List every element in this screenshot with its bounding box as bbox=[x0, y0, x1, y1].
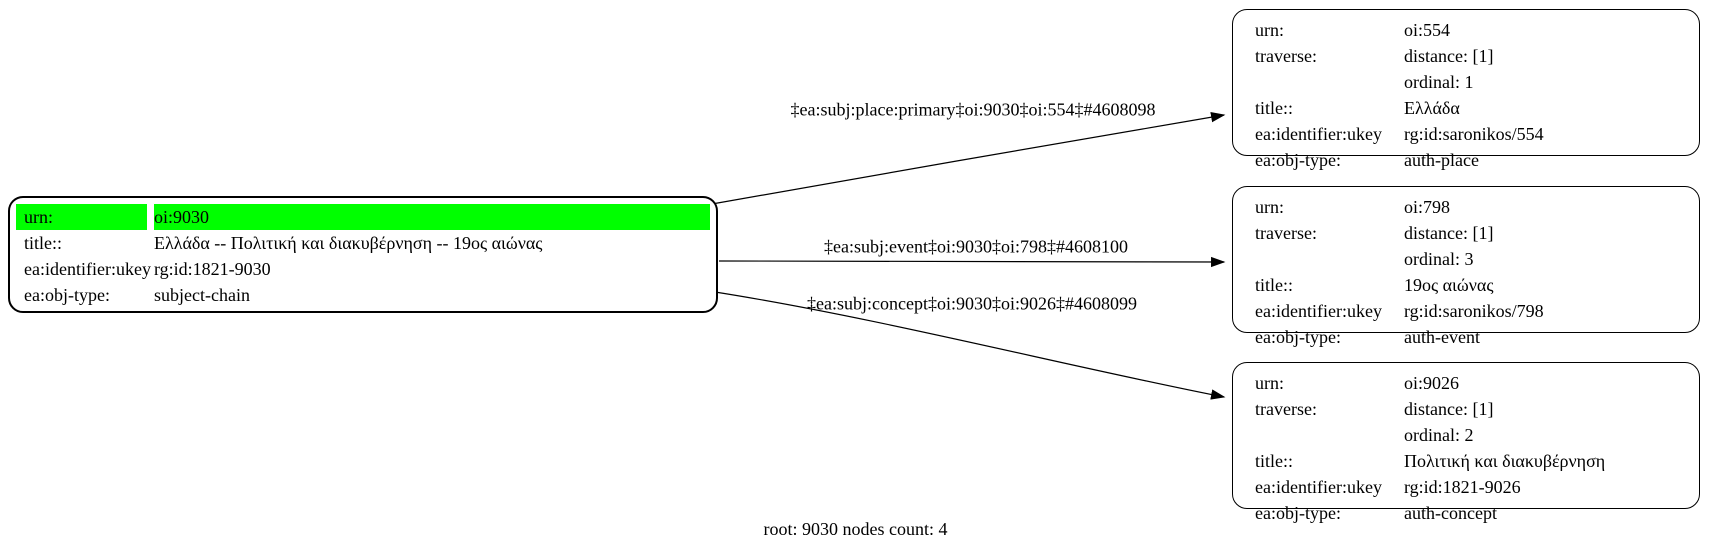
traverse-row: traverse: distance: [1] ordinal: 3 bbox=[1247, 220, 1693, 272]
ukey-row: ea:identifier:ukey rg:id:saronikos/554 bbox=[1247, 121, 1693, 147]
title-field-label: title:: bbox=[24, 233, 62, 253]
title-value: 19ος αιώνας bbox=[1404, 275, 1494, 295]
objtype-row: ea:obj-type: auth-concept bbox=[1247, 500, 1693, 526]
ukey-row: ea:identifier:ukey rg:id:1821-9026 bbox=[1247, 474, 1693, 500]
urn-value: oi:9026 bbox=[1404, 373, 1460, 393]
urn-row: urn: oi:798 bbox=[1247, 194, 1693, 220]
urn-field-label: urn: bbox=[1255, 197, 1284, 217]
urn-value: oi:798 bbox=[1404, 197, 1451, 217]
title-field-label: title:: bbox=[1255, 451, 1293, 471]
ukey-value: rg:id:saronikos/798 bbox=[1404, 301, 1544, 321]
ordinal-value: ordinal: 2 bbox=[1404, 425, 1474, 445]
edge-event bbox=[718, 256, 1226, 268]
urn-value: oi:9030 bbox=[154, 204, 710, 230]
root-objtype-row: ea:obj-type: subject-chain bbox=[16, 282, 710, 308]
objtype-field-label: ea:obj-type: bbox=[1255, 150, 1341, 170]
edge-label-place: ‡ea:subj:place:primary‡oi:9030‡oi:554‡#4… bbox=[790, 99, 1156, 120]
graph-caption: root: 9030 nodes count: 4 bbox=[763, 519, 948, 539]
objtype-value: auth-place bbox=[1404, 150, 1479, 170]
objtype-value: auth-event bbox=[1404, 327, 1480, 347]
title-row: title:: 19ος αιώνας bbox=[1247, 272, 1693, 298]
ukey-row: ea:identifier:ukey rg:id:saronikos/798 bbox=[1247, 298, 1693, 324]
traverse-row: traverse: distance: [1] ordinal: 1 bbox=[1247, 43, 1693, 95]
traverse-row: traverse: distance: [1] ordinal: 2 bbox=[1247, 396, 1693, 448]
ordinal-value: ordinal: 3 bbox=[1404, 249, 1474, 269]
root-title-row: title:: Ελλάδα -- Πολιτική και διακυβέρν… bbox=[16, 230, 710, 256]
distance-value: distance: [1] bbox=[1404, 399, 1494, 419]
ukey-value: rg:id:1821-9030 bbox=[154, 259, 271, 279]
objtype-row: ea:obj-type: auth-event bbox=[1247, 324, 1693, 350]
distance-value: distance: [1] bbox=[1404, 223, 1494, 243]
urn-value: oi:554 bbox=[1404, 20, 1451, 40]
ukey-field-label: ea:identifier:ukey bbox=[1255, 124, 1382, 144]
root-ukey-row: ea:identifier:ukey rg:id:1821-9030 bbox=[16, 256, 710, 282]
traverse-field-label: traverse: bbox=[1255, 46, 1317, 66]
objtype-value: subject-chain bbox=[154, 285, 250, 305]
root-node-9030: urn: oi:9030 title:: Ελλάδα -- Πολιτική … bbox=[8, 196, 718, 313]
title-value: Πολιτική και διακυβέρνηση bbox=[1404, 451, 1606, 471]
ukey-value: rg:id:1821-9026 bbox=[1404, 477, 1521, 497]
title-field-label: title:: bbox=[1255, 98, 1293, 118]
edge-label-event: ‡ea:subj:event‡oi:9030‡oi:798‡#4608100 bbox=[824, 236, 1128, 257]
urn-field-label: urn: bbox=[1255, 373, 1284, 393]
ukey-field-label: ea:identifier:ukey bbox=[1255, 301, 1382, 321]
node-798: urn: oi:798 traverse: distance: [1] ordin… bbox=[1232, 186, 1700, 347]
urn-row: urn: oi:554 bbox=[1247, 17, 1693, 43]
objtype-value: auth-concept bbox=[1404, 503, 1497, 523]
title-field-label: title:: bbox=[1255, 275, 1293, 295]
distance-value: distance: [1] bbox=[1404, 46, 1494, 66]
title-value: Ελλάδα -- Πολιτική και διακυβέρνηση -- 1… bbox=[154, 233, 543, 253]
objtype-field-label: ea:obj-type: bbox=[1255, 327, 1341, 347]
root-urn-row: urn: oi:9030 bbox=[16, 204, 710, 230]
title-row: title:: Πολιτική και διακυβέρνηση bbox=[1247, 448, 1693, 474]
urn-field-label: urn: bbox=[16, 204, 147, 230]
traverse-field-label: traverse: bbox=[1255, 223, 1317, 243]
title-row: title:: Ελλάδα bbox=[1247, 95, 1693, 121]
objtype-field-label: ea:obj-type: bbox=[24, 285, 110, 305]
ukey-field-label: ea:identifier:ukey bbox=[24, 259, 151, 279]
traverse-field-label: traverse: bbox=[1255, 399, 1317, 419]
urn-field-label: urn: bbox=[1255, 20, 1284, 40]
ukey-value: rg:id:saronikos/554 bbox=[1404, 124, 1544, 144]
objtype-field-label: ea:obj-type: bbox=[1255, 503, 1341, 523]
edge-place bbox=[711, 112, 1226, 205]
urn-row: urn: oi:9026 bbox=[1247, 370, 1693, 396]
ordinal-value: ordinal: 1 bbox=[1404, 72, 1474, 92]
node-9026: urn: oi:9026 traverse: distance: [1] ordi… bbox=[1232, 362, 1700, 523]
node-554: urn: oi:554 traverse: distance: [1] ordin… bbox=[1232, 9, 1700, 170]
edge-label-concept: ‡ea:subj:concept‡oi:9030‡oi:9026‡#460809… bbox=[807, 293, 1137, 314]
objtype-row: ea:obj-type: auth-place bbox=[1247, 147, 1693, 173]
ukey-field-label: ea:identifier:ukey bbox=[1255, 477, 1382, 497]
title-value: Ελλάδα bbox=[1404, 98, 1460, 118]
